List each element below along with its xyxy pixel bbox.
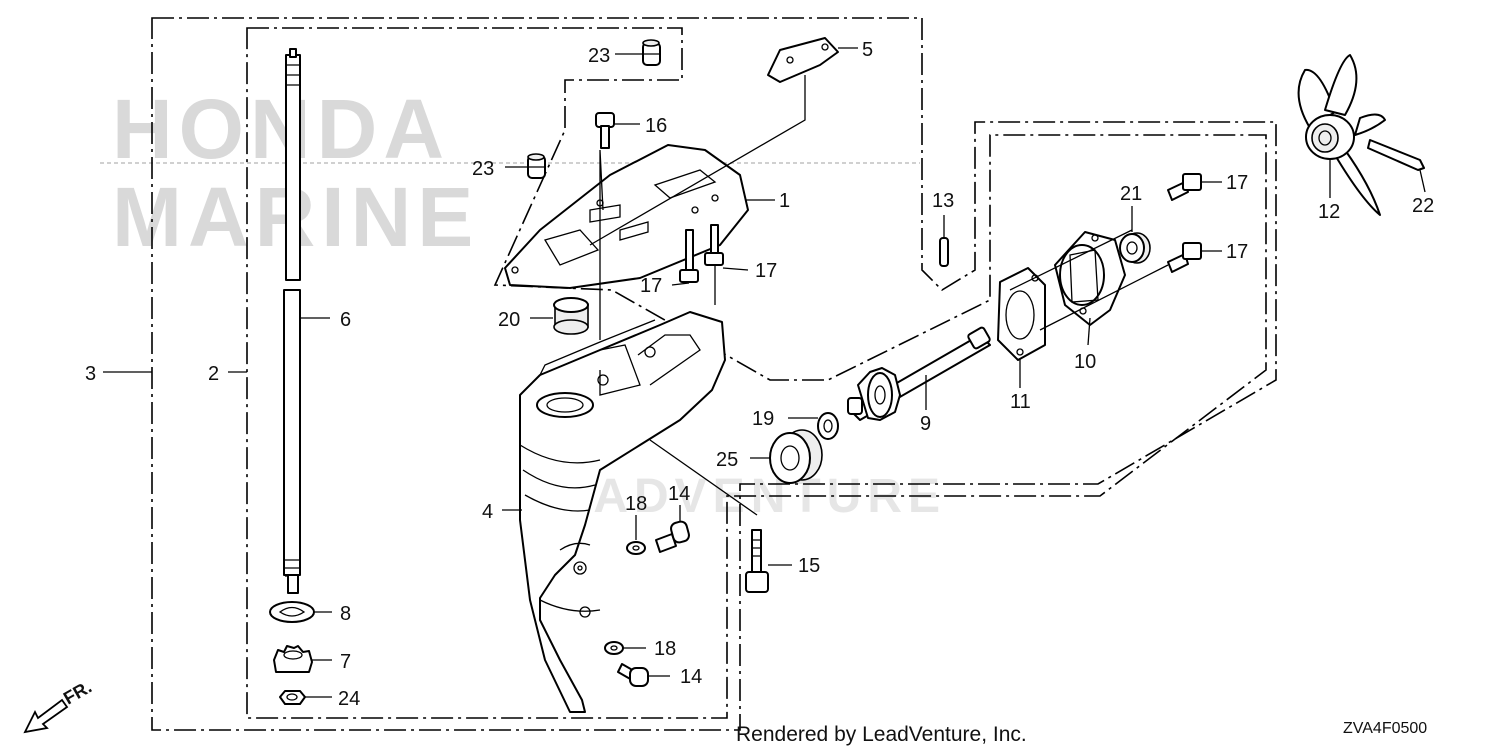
arrow-down-left-icon <box>23 698 69 734</box>
callout-19: 19 <box>752 408 774 430</box>
callout-15: 15 <box>798 555 820 577</box>
leader-lines <box>103 47 1426 698</box>
callout-2: 2 <box>208 363 219 385</box>
part-pin-13 <box>939 237 949 267</box>
callout-7: 7 <box>340 651 351 673</box>
part-gasket-11 <box>997 267 1046 361</box>
part-cotter-pin-22 <box>1367 139 1425 171</box>
callout-4: 4 <box>482 501 493 523</box>
part-nut-24 <box>279 690 306 705</box>
callout-14a: 14 <box>668 483 690 505</box>
callout-21: 21 <box>1120 183 1142 205</box>
watermark-brand-line1: HONDA <box>112 82 450 176</box>
callout-12: 12 <box>1318 201 1340 223</box>
part-washer-18a <box>626 541 646 555</box>
part-screw-14b <box>617 663 649 687</box>
assembly-boundaries <box>151 17 1277 731</box>
callout-23a: 23 <box>588 45 610 67</box>
part-bracket-5 <box>767 37 839 83</box>
part-washer-18b <box>604 641 624 655</box>
part-bolt-15 <box>745 529 769 593</box>
callout-24: 24 <box>338 688 360 710</box>
part-seal-21 <box>1119 232 1151 264</box>
part-collar-23a <box>642 39 661 66</box>
callout-25: 25 <box>716 449 738 471</box>
callout-17c: 17 <box>1226 172 1248 194</box>
part-bearing-25 <box>769 429 823 484</box>
callout-9: 9 <box>920 413 931 435</box>
part-bolt-17d <box>1167 242 1202 273</box>
part-screw-14a <box>655 520 690 553</box>
callout-10: 10 <box>1074 351 1096 373</box>
callout-8: 8 <box>340 603 351 625</box>
direction-indicator: FR. <box>23 677 95 734</box>
callout-17a: 17 <box>640 275 662 297</box>
part-bolt-17b <box>704 224 724 266</box>
callout-14b: 14 <box>680 666 702 688</box>
callout-18a: 18 <box>625 493 647 515</box>
callout-1: 1 <box>779 190 790 212</box>
part-bolt-16 <box>595 112 615 149</box>
callout-22: 22 <box>1412 195 1434 217</box>
part-propeller-12 <box>1297 54 1386 216</box>
part-bolt-17a <box>679 229 699 283</box>
callout-13: 13 <box>932 190 954 212</box>
part-pinion-gear-7 <box>273 645 313 673</box>
callout-20: 20 <box>498 309 520 331</box>
callout-6: 6 <box>340 309 351 331</box>
part-thrust-washer-19 <box>817 412 839 440</box>
rendered-by-text: Rendered by LeadVenture, Inc. <box>736 723 1027 746</box>
part-washer-8 <box>269 601 315 623</box>
callout-5: 5 <box>862 39 873 61</box>
part-gear-case-4 <box>519 311 726 713</box>
callout-3: 3 <box>85 363 96 385</box>
part-bolt-17c <box>1167 173 1202 201</box>
callout-23b: 23 <box>472 158 494 180</box>
callout-16: 16 <box>645 115 667 137</box>
callout-labels: 1 2 3 4 5 6 7 8 9 10 11 12 13 14 14 15 1… <box>85 39 1434 710</box>
part-propeller-shaft-9 <box>847 326 991 421</box>
callout-11: 11 <box>1010 391 1031 413</box>
callout-18b: 18 <box>654 638 676 660</box>
callout-17b: 17 <box>755 260 777 282</box>
shaft-assembly <box>283 48 301 594</box>
part-holder-10 <box>1054 231 1126 326</box>
diagram-code: ZVA4F0500 <box>1343 720 1427 737</box>
part-oil-seal-20 <box>553 297 589 335</box>
part-collar-23b <box>527 153 546 179</box>
callout-17d: 17 <box>1226 241 1248 263</box>
